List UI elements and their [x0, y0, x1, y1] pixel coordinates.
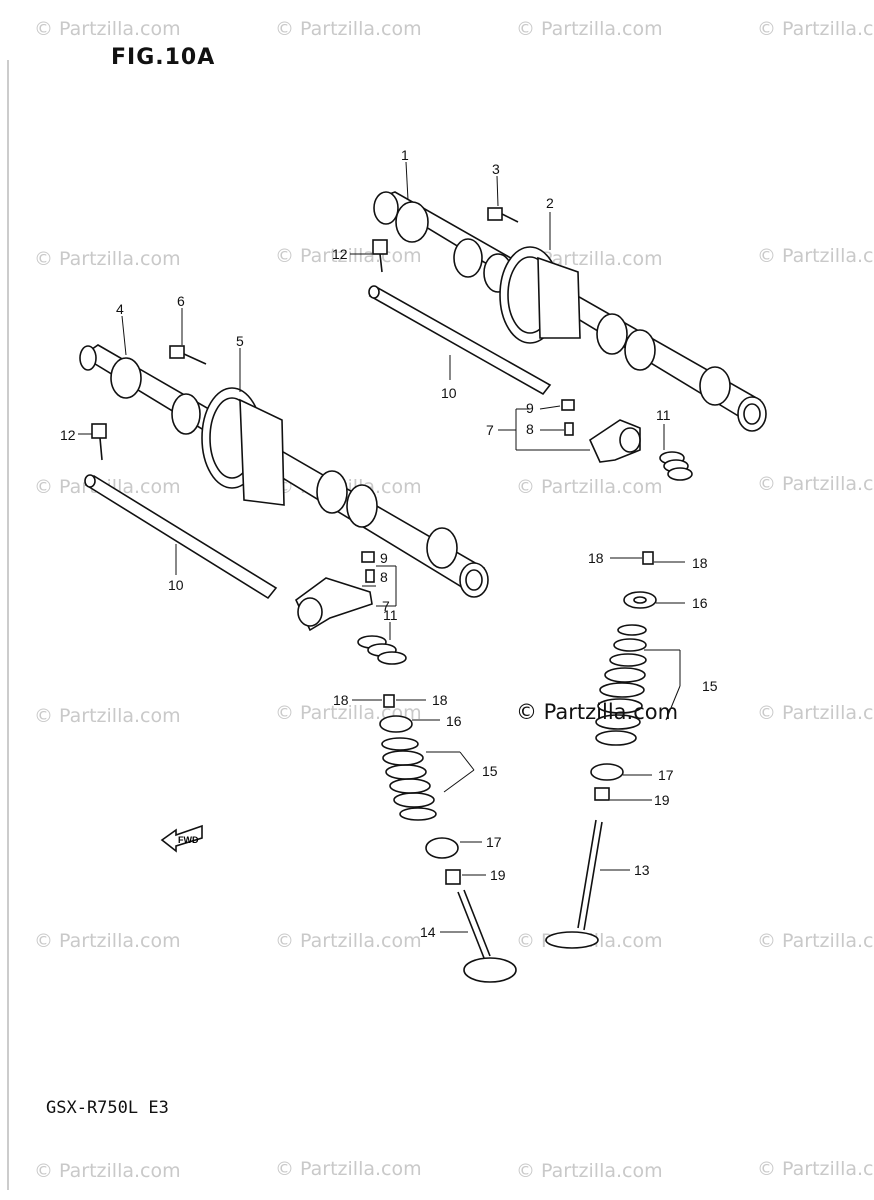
rocker-arm-7-lower [294, 551, 375, 632]
valve-spring-15-left [381, 737, 437, 821]
callout-5: 5 [236, 333, 244, 349]
valve-spring-15-right [595, 624, 647, 746]
callout-6: 6 [177, 293, 185, 309]
bolt-3 [487, 207, 519, 223]
valve-14 [457, 889, 517, 983]
watermark: © Partzilla.com [516, 18, 663, 40]
callout-19-right: 19 [654, 792, 670, 808]
watermark: © Partzilla.com [516, 1160, 663, 1182]
model-code: GSX-R750L E3 [46, 1098, 169, 1118]
spring-11-lower [357, 635, 407, 665]
callout-12-lower: 12 [60, 427, 76, 443]
callout-7-upper: 7 [486, 422, 494, 438]
rocker-arm-7-upper [561, 399, 641, 463]
callout-16-left: 16 [446, 713, 462, 729]
callout-10-upper: 10 [441, 385, 457, 401]
callout-2: 2 [546, 195, 554, 211]
callout-10-lower: 10 [168, 577, 184, 593]
watermark: © Partzilla.com [275, 930, 422, 952]
bolt-12-upper [372, 239, 388, 273]
spring-11-upper [659, 451, 693, 481]
callout-11-upper: 11 [656, 407, 671, 423]
watermark: © Partzilla.com [275, 18, 422, 40]
callout-17-right: 17 [658, 767, 674, 783]
callout-1: 1 [401, 147, 409, 163]
watermark: © Partzilla.com [34, 930, 181, 952]
forward-arrow-icon: FWD [160, 824, 203, 853]
callout-18-right-b: 18 [692, 555, 708, 571]
bolt-6 [169, 345, 207, 365]
rocker-shaft-10-upper [368, 285, 552, 396]
watermark: © Partzilla.com [757, 18, 874, 40]
callout-8-lower: 8 [380, 569, 388, 585]
cam-sprocket-5 [201, 387, 285, 506]
callout-7-lower: 7 [382, 598, 390, 614]
figure-title: FIG.10A [111, 45, 216, 70]
callout-9-lower: 9 [380, 550, 388, 566]
callout-4: 4 [116, 301, 124, 317]
callout-15-right: 15 [702, 678, 718, 694]
callout-12-upper: 12 [332, 246, 348, 262]
cam-sprocket-2 [499, 246, 581, 344]
watermark: © Partzilla.com [34, 18, 181, 40]
callout-18-left-b: 18 [432, 692, 448, 708]
watermark: © Partzilla.com [757, 473, 874, 495]
valve-assembly-left [379, 694, 517, 983]
watermark: © Partzilla.com [757, 245, 874, 267]
watermark: © Partzilla.com [275, 1158, 422, 1180]
valve-assembly-right [545, 551, 657, 949]
callout-16-right: 16 [692, 595, 708, 611]
watermark: © Partzilla.com [34, 705, 181, 727]
watermark: © Partzilla.com [757, 1158, 874, 1180]
callout-15-left: 15 [482, 763, 498, 779]
callout-3: 3 [492, 161, 500, 177]
callout-17-left: 17 [486, 834, 502, 850]
watermark: © Partzilla.com [757, 702, 874, 724]
fwd-label: FWD [178, 835, 199, 845]
callout-13: 13 [634, 862, 650, 878]
valve-13 [545, 819, 603, 949]
callout-9-upper: 9 [526, 400, 534, 416]
watermark: © Partzilla.com [757, 930, 874, 952]
callout-11-lower: 11 [383, 607, 398, 623]
watermark: © Partzilla.com [516, 476, 663, 498]
bolt-12-lower [91, 423, 107, 461]
rocker-shaft-10-lower [84, 474, 278, 600]
callout-18-left-a: 18 [333, 692, 349, 708]
callout-8-upper: 8 [526, 421, 534, 437]
callout-14: 14 [420, 924, 436, 940]
callout-18-right-a: 18 [588, 550, 604, 566]
watermark: © Partzilla.com [34, 248, 181, 270]
watermark: © Partzilla.com [34, 1160, 181, 1182]
callout-19-left: 19 [490, 867, 506, 883]
